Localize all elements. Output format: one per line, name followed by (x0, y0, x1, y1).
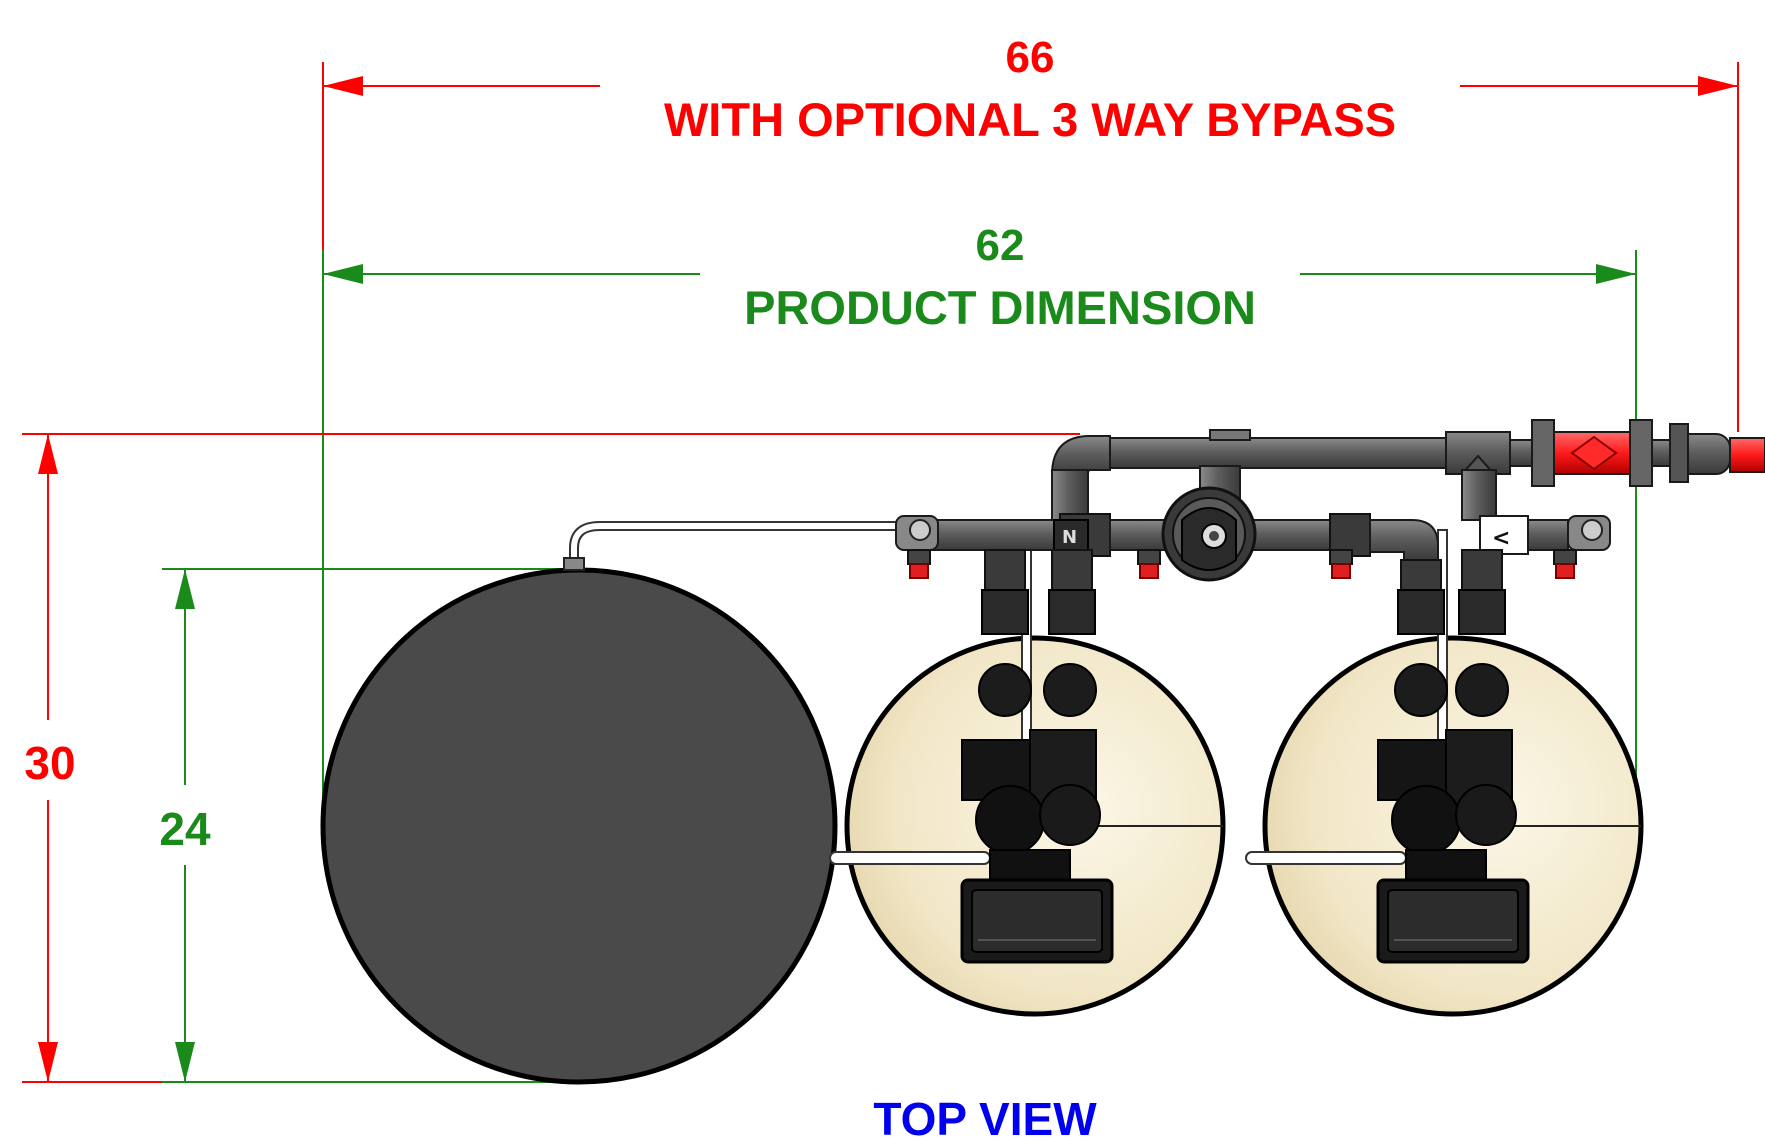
brine-tank (320, 567, 838, 1085)
dimension-height-tank-value: 24 (159, 803, 211, 855)
manifold-fittings: N (895, 515, 1611, 579)
flow-meter (1161, 486, 1257, 582)
control-valve-right (1376, 549, 1530, 964)
brine-line (563, 521, 900, 571)
dimension-product-value: 62 (975, 221, 1025, 270)
dimension-overall-value: 66 (1005, 33, 1055, 82)
svg-text:<: < (1492, 526, 1510, 551)
control-valve-left (960, 549, 1114, 964)
dimension-product-caption: PRODUCT DIMENSION (744, 281, 1256, 334)
svg-text:N: N (1062, 527, 1077, 548)
bypass-valve (1509, 419, 1765, 487)
dimension-product-lines (322, 250, 1637, 818)
view-label: TOP VIEW (873, 1093, 1097, 1145)
header-pipe (1050, 429, 1511, 531)
dimension-height-tank-lines (162, 568, 580, 1083)
dimension-height-total-value: 30 (24, 737, 76, 789)
dimension-overall-caption: WITH OPTIONAL 3 WAY BYPASS (663, 93, 1397, 146)
